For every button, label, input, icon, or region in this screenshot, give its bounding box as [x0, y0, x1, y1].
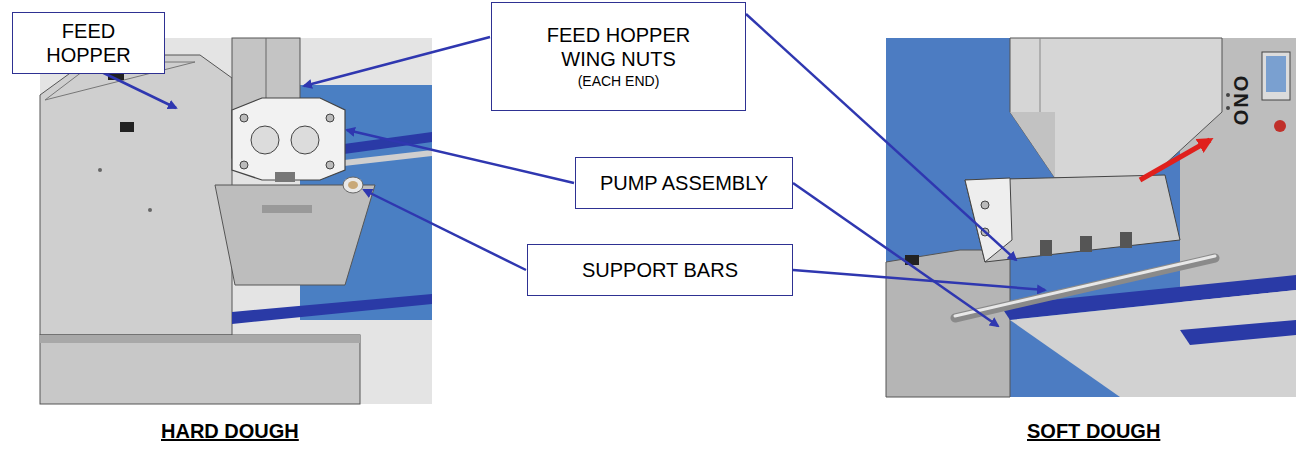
- callout-box: PUMP ASSEMBLY: [575, 157, 793, 209]
- callout-text: FEED HOPPER WING NUTS: [534, 23, 704, 71]
- callout-box: FEED HOPPER: [12, 12, 165, 74]
- callout-note: (EACH END): [578, 73, 660, 90]
- callout-box: FEED HOPPER WING NUTS (EACH END): [491, 2, 746, 111]
- view-title: SOFT DOUGH: [1027, 420, 1160, 443]
- view-title: HARD DOUGH: [161, 420, 299, 443]
- callout-text: SUPPORT BARS: [582, 258, 738, 282]
- callout-text: PUMP ASSEMBLY: [600, 171, 768, 195]
- machine-brand: ONO: [1229, 76, 1252, 128]
- callout-box: SUPPORT BARS: [527, 244, 793, 296]
- soft-dough-illustration: [886, 38, 1296, 397]
- leader-lines: [85, 14, 1045, 326]
- hard-dough-illustration: [40, 38, 432, 404]
- callout-text: FEED HOPPER: [23, 19, 154, 67]
